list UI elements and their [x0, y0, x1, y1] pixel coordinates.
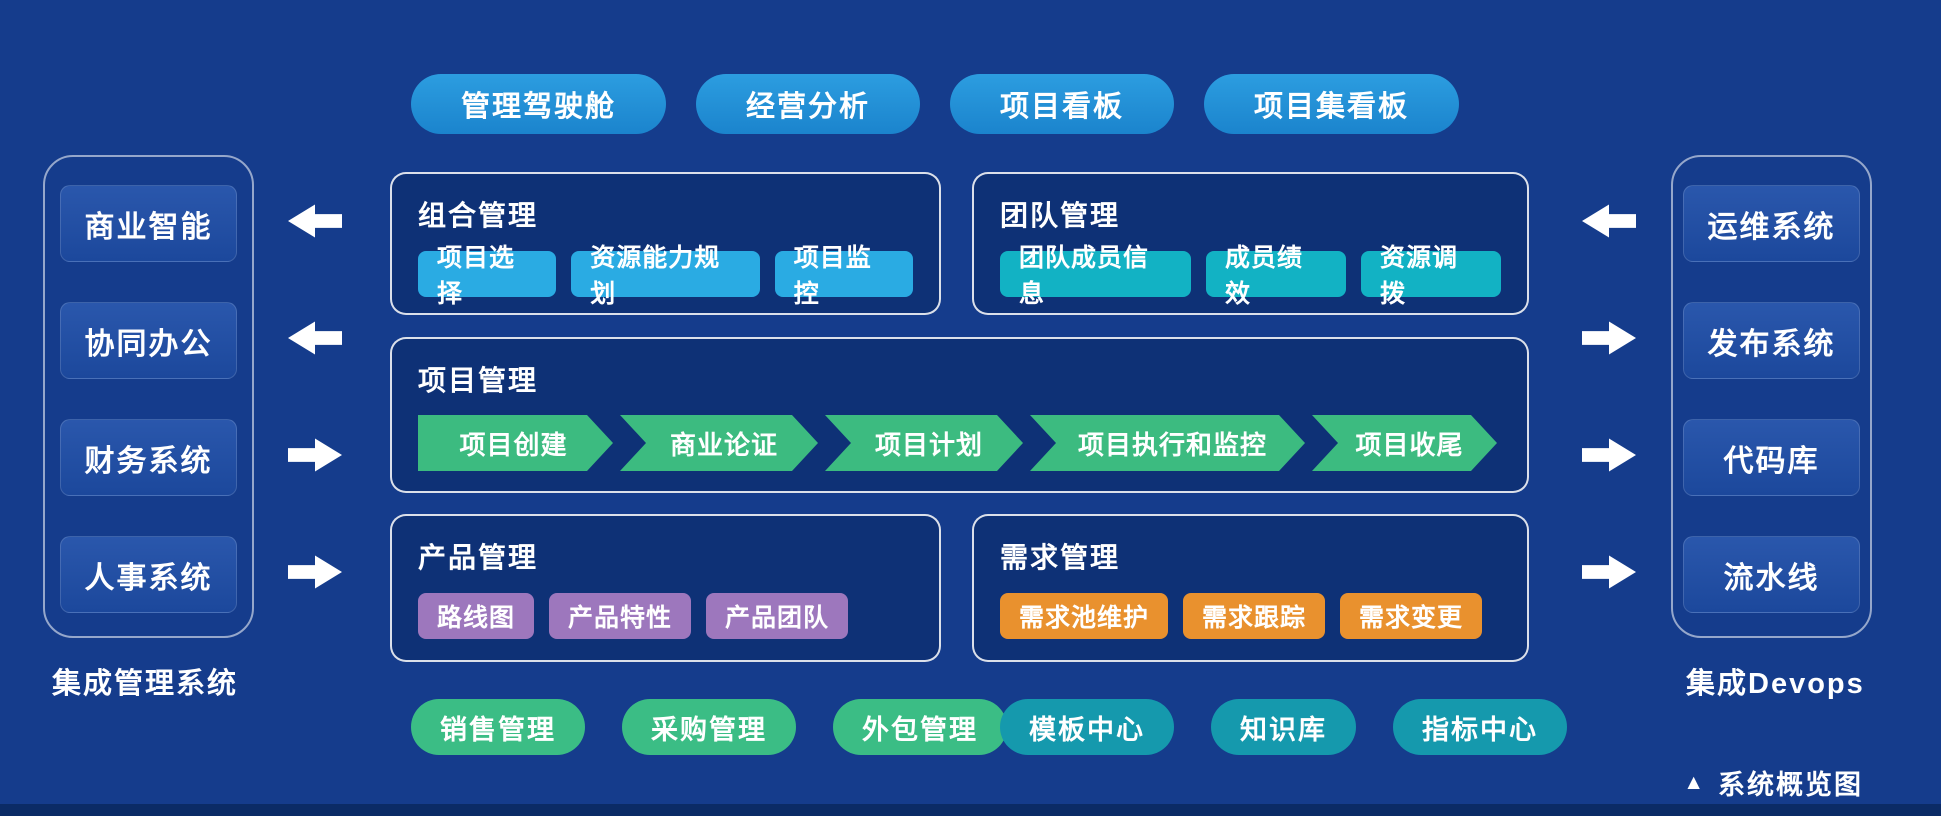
chip-resource-allocation: 资源调拨: [1361, 244, 1501, 308]
arrow-right-icon: [288, 438, 342, 472]
panel-title: 项目管理: [418, 365, 539, 396]
pill-project-kanban: 项目看板: [950, 74, 1175, 134]
chip-requirement-change: 需求变更: [1340, 593, 1483, 639]
pill-procurement-management: 采购管理: [622, 699, 796, 755]
arrow-left-icon: [288, 204, 342, 238]
panel-title: 需求管理: [1000, 542, 1121, 573]
panel-product-management: 产品管理 路线图 产品特性 产品团队: [390, 514, 941, 662]
pill-sales-management: 销售管理: [411, 699, 585, 755]
arrow-right-icon: [1582, 438, 1636, 472]
chip-requirement-tracking: 需求跟踪: [1183, 593, 1326, 639]
project-stage-flow: 项目创建 商业论证 项目计划 项目执行和监控 项目收尾: [418, 415, 1501, 471]
module-business-intelligence: 商业智能: [60, 185, 237, 262]
integrated-devops-group: 运维系统 发布系统 代码库 流水线: [1671, 155, 1872, 638]
top-pill-row: 管理驾驶舱 经营分析 项目看板 项目集看板: [411, 74, 1460, 134]
module-code-repository: 代码库: [1683, 419, 1860, 496]
pill-metric-center: 指标中心: [1393, 699, 1567, 755]
integrated-management-systems-group: 商业智能 协同办公 财务系统 人事系统: [43, 155, 254, 638]
chip-requirement-pool-maintenance: 需求池维护: [1000, 593, 1169, 639]
stage-project-closure: 项目收尾: [1312, 415, 1497, 471]
module-hr-system: 人事系统: [60, 536, 237, 613]
pill-business-analysis: 经营分析: [696, 74, 921, 134]
left-group-caption: 集成管理系统: [52, 668, 239, 700]
footer-label: ▲ 系统概览图: [1683, 763, 1863, 802]
chip-row: 项目选择 资源能力规划 项目监控: [418, 244, 913, 308]
module-collaborative-office: 协同办公: [60, 302, 237, 379]
pill-program-kanban: 项目集看板: [1204, 74, 1460, 134]
triangle-icon: ▲: [1683, 770, 1706, 794]
stage-execution-and-monitoring: 项目执行和监控: [1030, 415, 1305, 471]
arrow-right-icon: [1582, 555, 1636, 589]
panel-title: 组合管理: [418, 200, 539, 231]
chip-row: 团队成员信息 成员绩效 资源调拨: [1000, 244, 1501, 308]
chip-project-monitoring: 项目监控: [774, 244, 913, 308]
chip-row: 需求池维护 需求跟踪 需求变更: [1000, 593, 1501, 639]
pill-knowledge-base: 知识库: [1211, 699, 1356, 755]
pill-management-cockpit: 管理驾驶舱: [411, 74, 667, 134]
right-group-caption: 集成Devops: [1686, 668, 1865, 700]
bottom-pill-row-teal: 模板中心 知识库 指标中心: [1000, 699, 1567, 755]
arrow-left-icon: [1582, 204, 1636, 238]
footer-text: 系统概览图: [1718, 770, 1863, 800]
chip-product-team: 产品团队: [706, 593, 849, 639]
chip-product-features: 产品特性: [549, 593, 692, 639]
panel-requirement-management: 需求管理 需求池维护 需求跟踪 需求变更: [972, 514, 1529, 662]
bottom-pill-row-green: 销售管理 采购管理 外包管理: [411, 699, 1007, 755]
module-finance-system: 财务系统: [60, 419, 237, 496]
stage-project-creation: 项目创建: [418, 415, 613, 471]
chip-roadmap: 路线图: [418, 593, 535, 639]
panel-project-management: 项目管理 项目创建 商业论证 项目计划 项目执行和监控 项目收尾: [390, 337, 1529, 493]
stage-project-plan: 项目计划: [825, 415, 1023, 471]
stage-business-case: 商业论证: [620, 415, 818, 471]
arrow-right-icon: [288, 555, 342, 589]
chip-resource-capability-planning: 资源能力规划: [571, 244, 760, 308]
panel-portfolio-management: 组合管理 项目选择 资源能力规划 项目监控: [390, 172, 941, 315]
module-release-system: 发布系统: [1683, 302, 1860, 379]
arrow-right-icon: [1582, 321, 1636, 355]
panel-title: 团队管理: [1000, 200, 1121, 231]
chip-team-member-info: 团队成员信息: [1000, 244, 1191, 308]
pill-template-center: 模板中心: [1000, 699, 1174, 755]
panel-title: 产品管理: [418, 542, 539, 573]
module-pipeline: 流水线: [1683, 536, 1860, 613]
pill-outsourcing-management: 外包管理: [833, 699, 1007, 755]
chip-member-performance: 成员绩效: [1206, 244, 1346, 308]
module-ops-system: 运维系统: [1683, 185, 1860, 262]
arrow-left-icon: [288, 321, 342, 355]
panel-team-management: 团队管理 团队成员信息 成员绩效 资源调拨: [972, 172, 1529, 315]
bottom-edge-strip: [0, 804, 1941, 816]
chip-project-selection: 项目选择: [418, 244, 557, 308]
chip-row: 路线图 产品特性 产品团队: [418, 593, 913, 639]
